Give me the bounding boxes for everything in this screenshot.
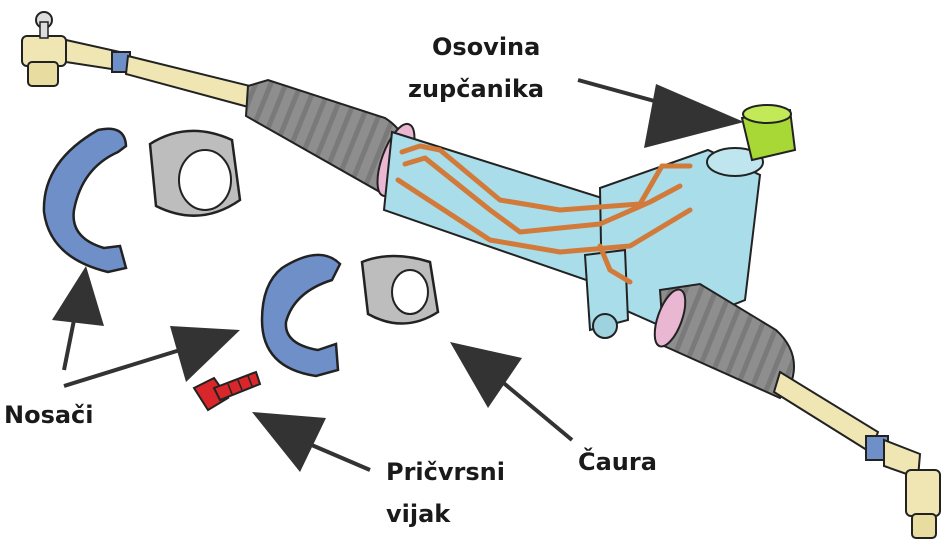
right-tie-rod: [774, 372, 878, 452]
label-bolt-line2: vijak: [386, 497, 450, 531]
label-bolt-line1: Pričvrsni: [386, 455, 505, 489]
label-pinion-shaft-line2: zupčanika: [408, 72, 544, 106]
pinion-shaft: [742, 105, 795, 160]
bushing-lower: [362, 256, 438, 324]
label-bushing: Čaura: [578, 445, 657, 479]
label-pinion-shaft-line1: Osovina: [432, 30, 540, 64]
arrow-to-upper-bracket: [52, 266, 104, 370]
bracket-upper: [44, 129, 126, 272]
right-tie-rod-end: [866, 436, 940, 538]
mounting-bolt: [194, 372, 260, 410]
label-brackets: Nosači: [4, 398, 94, 432]
bushing-upper: [150, 131, 240, 216]
arrow-to-pinion: [578, 80, 744, 148]
left-tie-rod: [126, 56, 258, 108]
arrow-to-bushing: [450, 342, 572, 440]
arrow-to-lower-bracket: [64, 326, 240, 386]
left-tie-rod-end: [22, 12, 130, 86]
bracket-lower: [262, 255, 340, 376]
arrow-to-bolt: [252, 412, 370, 472]
